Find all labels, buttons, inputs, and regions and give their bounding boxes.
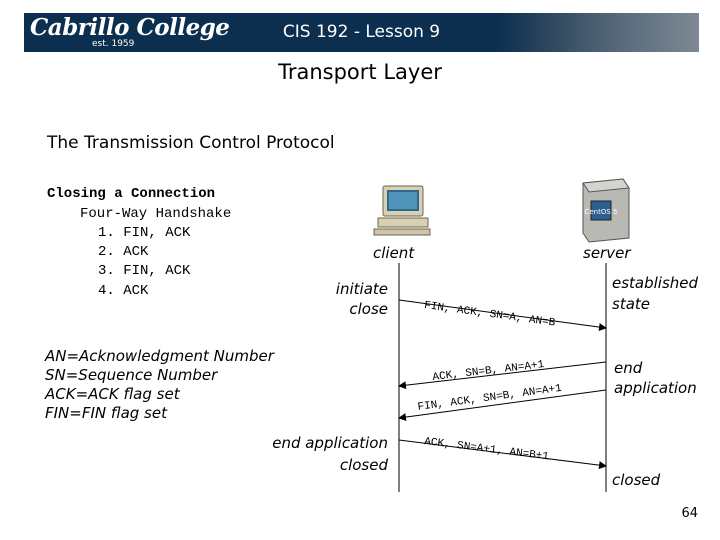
established-label: established — [612, 274, 699, 292]
server-badge: CentOS 5 — [584, 208, 617, 216]
legend-an: AN=Acknowledgment Number — [45, 347, 274, 365]
arrow-fin-ack-1 — [398, 299, 607, 332]
header-banner: Cabrillo College est. 1959 CIS 192 - Les… — [24, 13, 699, 52]
legend-sn: SN=Sequence Number — [45, 366, 218, 384]
server-label: server — [583, 244, 631, 262]
step-4: 4. ACK — [98, 283, 149, 299]
server-application-label: application — [614, 379, 697, 397]
handshake-subheading: Four-Way Handshake — [80, 206, 232, 222]
server-closed-label: closed — [612, 471, 661, 489]
lesson-title: CIS 192 - Lesson 9 — [282, 22, 441, 42]
college-logo: Cabrillo College est. 1959 — [28, 14, 230, 50]
server-tower-icon: CentOS 5 — [582, 178, 630, 243]
client-closed-label: closed — [339, 456, 388, 474]
step-2: 2. ACK — [98, 244, 149, 260]
client-label: client — [373, 244, 415, 262]
header-photo — [499, 13, 699, 52]
slide-subtitle: The Transmission Control Protocol — [47, 133, 335, 153]
arrow-ack-4 — [398, 439, 607, 470]
state-label: state — [612, 295, 650, 313]
initiate-label: initiate — [335, 280, 388, 298]
page-number: 64 — [681, 506, 698, 521]
legend-fin: FIN=FIN flag set — [45, 404, 167, 422]
step-3: 3. FIN, ACK — [98, 263, 191, 279]
step-1: 1. FIN, ACK — [98, 225, 191, 241]
legend-ack: ACK=ACK flag set — [45, 385, 180, 403]
close-label: close — [349, 300, 388, 318]
client-computer-icon — [373, 185, 431, 236]
logo-text: Cabrillo College — [30, 14, 230, 41]
client-end-application-label: end application — [272, 434, 388, 452]
arrow-fin-ack-3 — [398, 389, 607, 422]
closing-heading: Closing a Connection — [47, 186, 216, 202]
server-end-label: end — [614, 359, 643, 377]
slide-title: Transport Layer — [278, 60, 442, 84]
logo-est: est. 1959 — [92, 39, 135, 49]
arrow-ack-2 — [398, 361, 607, 390]
